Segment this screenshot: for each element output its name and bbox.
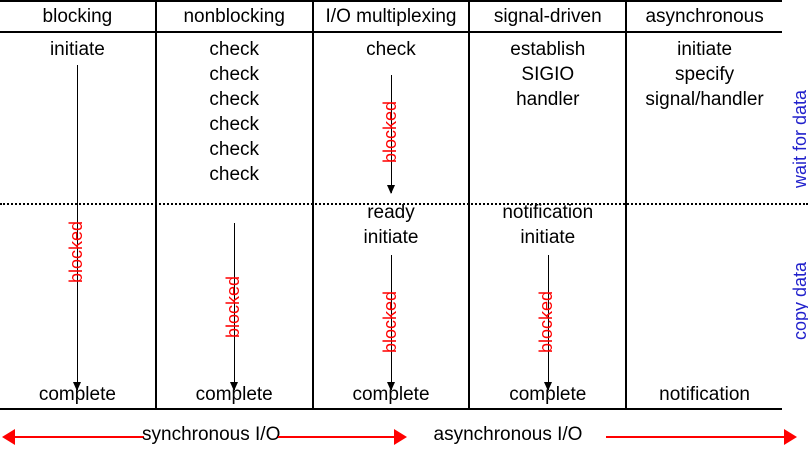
- step-label: signal/handler: [645, 89, 764, 110]
- bottom-label-nonblocking: complete: [195, 384, 273, 405]
- column-header-blocking: blocking: [0, 0, 155, 33]
- legend-arrow-right-icon: [394, 429, 407, 445]
- bottom-label-blocking: complete: [38, 384, 116, 405]
- blocked-label-io-multiplexing-wait: blocked: [379, 100, 400, 163]
- column-header-nonblocking: nonblocking: [156, 0, 312, 33]
- legend-line-async: [606, 436, 786, 438]
- legend: synchronous I/O asynchronous I/O: [0, 418, 808, 457]
- notification-label-signal-driven: notification: [502, 202, 594, 223]
- step-label: handler: [516, 89, 580, 110]
- column-body-io-multiplexing: check blocked ready initiate blocked com…: [314, 33, 469, 410]
- steps-blocking: initiate: [0, 37, 155, 62]
- step-label: check: [209, 139, 260, 160]
- steps-nonblocking: check check check check check check: [157, 37, 312, 187]
- column-header-io-multiplexing: I/O multiplexing: [313, 0, 469, 33]
- legend-label-synchronous: synchronous I/O: [142, 424, 281, 445]
- blocked-label-signal-driven: blocked: [536, 290, 557, 353]
- blocked-label-io-multiplexing-copy: blocked: [379, 290, 400, 353]
- step-label: initiate: [677, 39, 733, 60]
- ready-label-io-multiplexing: ready: [367, 202, 415, 223]
- column-body-asynchronous: initiate specify signal/handler notifica…: [627, 33, 782, 410]
- initiate-label-signal-driven: initiate: [520, 227, 576, 248]
- legend-asynchronous: asynchronous I/O: [414, 418, 808, 457]
- arrow-io-multiplexing-copy: [386, 255, 395, 391]
- frame-top-line: [0, 0, 782, 2]
- model-columns: blocking initiate blocked complete nonbl…: [0, 0, 782, 410]
- bottom-label-signal-driven: complete: [509, 384, 587, 405]
- step-label: check: [209, 114, 260, 135]
- legend-line-right: [278, 436, 396, 438]
- step-label: check: [209, 164, 260, 185]
- arrow-io-multiplexing-wait: [386, 75, 395, 194]
- legend-arrow-async-right-icon: [784, 429, 797, 445]
- bottom-label-io-multiplexing: complete: [352, 384, 430, 405]
- column-io-multiplexing: I/O multiplexing check blocked ready ini…: [313, 0, 471, 410]
- column-asynchronous: asynchronous initiate specify signal/han…: [627, 0, 782, 410]
- phase-label-copy-data: copy data: [790, 261, 808, 340]
- initiate-label-io-multiplexing: initiate: [363, 227, 419, 248]
- column-header-signal-driven: signal-driven: [470, 0, 626, 33]
- column-body-blocking: initiate blocked complete: [0, 33, 155, 410]
- legend-synchronous: synchronous I/O: [0, 418, 410, 457]
- column-body-nonblocking: check check check check check check bloc…: [157, 33, 312, 410]
- steps-asynchronous: initiate specify signal/handler: [627, 37, 782, 112]
- arrow-signal-driven-copy: [543, 255, 552, 391]
- blocked-label-blocking: blocked: [66, 220, 86, 283]
- frame-bottom-line: [0, 408, 782, 410]
- legend-arrow-left-icon: [2, 429, 15, 445]
- phase-divider: [0, 203, 808, 205]
- step-label: check: [209, 64, 260, 85]
- column-header-asynchronous: asynchronous: [627, 0, 782, 33]
- step-label: establish: [510, 39, 586, 60]
- step-label: SIGIO: [521, 64, 575, 85]
- column-body-signal-driven: establish SIGIO handler notification ini…: [470, 33, 625, 410]
- arrow-nonblocking: [230, 223, 239, 391]
- blocked-label-nonblocking: blocked: [222, 275, 243, 338]
- phase-label-wait-for-data: wait for data: [790, 89, 808, 188]
- column-nonblocking: nonblocking check check check check chec…: [156, 0, 314, 410]
- step-label: initiate: [49, 39, 105, 60]
- column-signal-driven: signal-driven establish SIGIO handler no…: [470, 0, 628, 410]
- step-label: specify: [675, 64, 735, 85]
- legend-line-left: [14, 436, 144, 438]
- bottom-label-asynchronous: notification: [659, 384, 750, 405]
- legend-label-asynchronous: asynchronous I/O: [433, 424, 583, 445]
- step-label: check: [209, 89, 260, 110]
- step-label: check: [366, 39, 416, 60]
- step-label: check: [209, 39, 260, 60]
- column-blocking: blocking initiate blocked complete: [0, 0, 157, 410]
- steps-signal-driven: establish SIGIO handler: [470, 37, 625, 112]
- arrow-blocking: [73, 65, 82, 391]
- steps-io-multiplexing: check: [314, 37, 469, 62]
